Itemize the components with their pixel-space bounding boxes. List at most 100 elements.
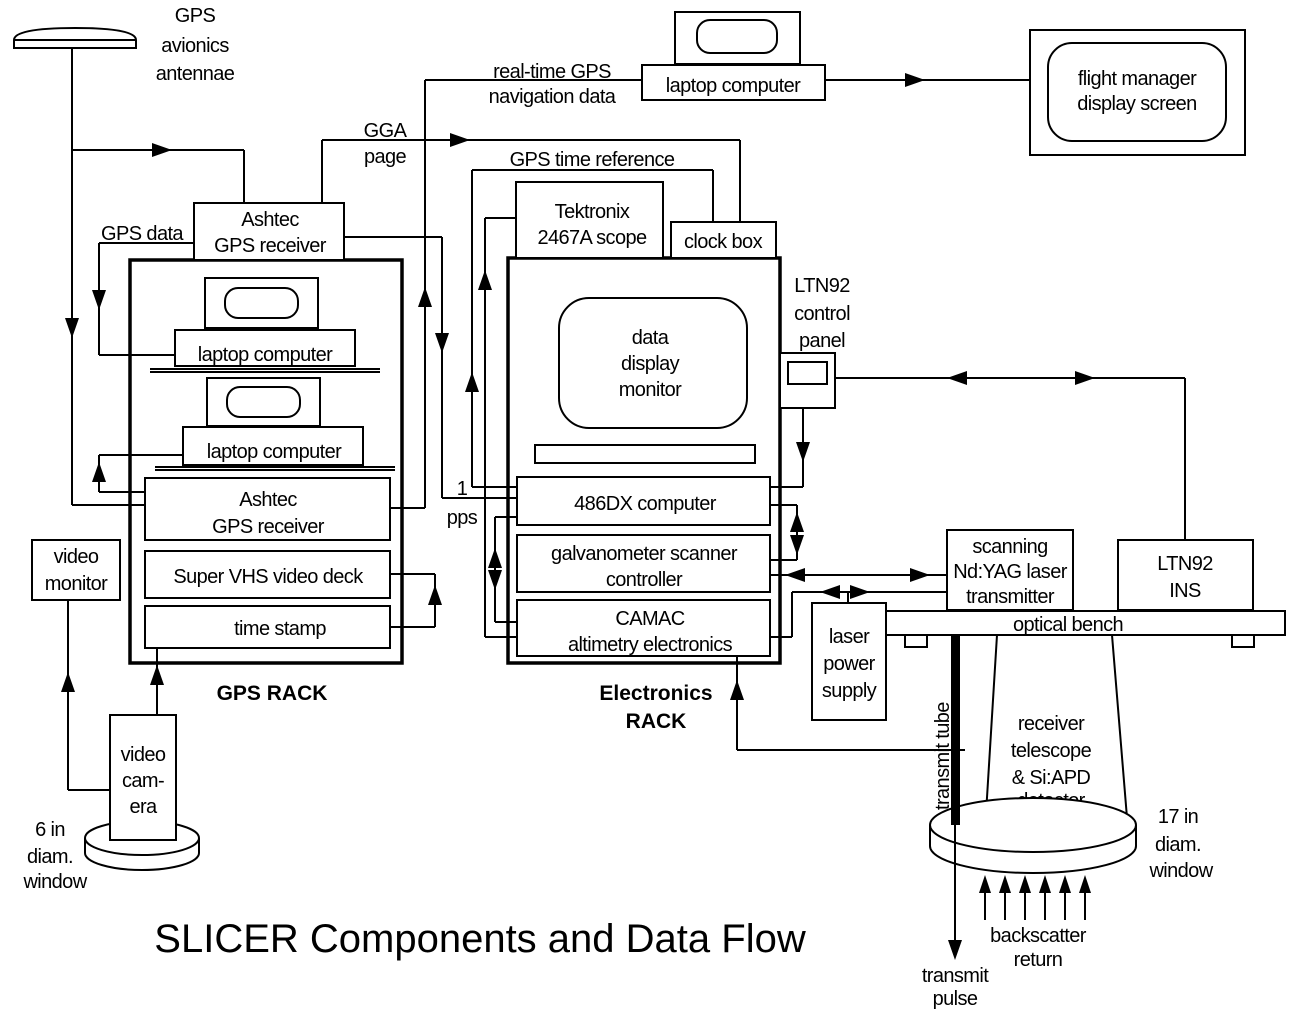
- camac-power-line: [770, 585, 947, 638]
- camac-electronics: [516, 599, 771, 657]
- diagram-title: SLICER Components and Data Flow: [154, 917, 806, 961]
- pps-label-2: pps: [447, 507, 478, 529]
- ashtec-to-laptop2-line: [92, 454, 183, 493]
- transmit-tube: [951, 635, 960, 825]
- receiver-label-1: receiver: [1018, 713, 1085, 735]
- laser-label-3: transmitter: [966, 586, 1055, 608]
- receiver-label-3: & Si:APD: [1012, 767, 1091, 789]
- big-window-label-1: 17 in: [1158, 806, 1198, 828]
- realtime-label-1: real-time GPS: [493, 61, 611, 83]
- ashtec-inner-label-2: GPS receiver: [212, 516, 325, 538]
- transmit-pulse-label-1: transmit: [922, 965, 989, 987]
- data-display-monitor: [558, 297, 748, 429]
- laptop-top-label: laptop computer: [666, 75, 801, 97]
- antenna-label-3: antennae: [156, 63, 235, 85]
- laptop-to-display-line: [825, 73, 1030, 87]
- ins-label-1: LTN92: [1157, 553, 1213, 575]
- computer-486dx: [516, 476, 771, 526]
- pps-line: [344, 236, 517, 499]
- transmit-pulse-label-2: pulse: [933, 988, 978, 1009]
- panel-to-ins-line: [835, 371, 1186, 540]
- panel-to-computer-line: [770, 408, 810, 488]
- power-label-1: laser: [829, 626, 870, 648]
- camera-to-timestamp-line: [150, 648, 164, 715]
- backscatter-label-2: return: [1014, 949, 1063, 971]
- antenna-label-1: GPS: [175, 5, 216, 27]
- gps-data-line: [92, 242, 194, 356]
- detector-to-camac-line: [730, 656, 965, 751]
- transmit-tube-label: transmit tube: [932, 702, 954, 810]
- gps-time-reference-line: [390, 79, 642, 509]
- big-window-label-3: window: [1148, 860, 1213, 882]
- gps-rack-label: GPS RACK: [217, 682, 328, 705]
- laptop-top: [641, 11, 826, 101]
- ltn92-ins: [1117, 539, 1254, 611]
- flight-manager-display: [1029, 29, 1246, 156]
- optical-bench-label: optical bench: [1013, 614, 1123, 636]
- small-window-label-1: 6 in: [35, 819, 65, 841]
- laptop-2-label: laptop computer: [207, 441, 342, 463]
- galvo-laser-line: [770, 568, 947, 582]
- galvo-camac-line: [488, 516, 517, 623]
- galvo-label-1: galvanometer scanner: [551, 543, 738, 565]
- electronics-rack-label-1: Electronics: [599, 682, 712, 705]
- laptop-1: [150, 277, 380, 373]
- gga-page-line: [321, 133, 741, 222]
- camac-label-2: altimetry electronics: [568, 634, 733, 656]
- power-label-3: supply: [822, 680, 877, 702]
- large-window: [929, 797, 1137, 874]
- video-camera: [109, 714, 177, 841]
- video-monitor-label-1: video: [54, 546, 99, 568]
- gps-antenna: [13, 26, 137, 49]
- galvanometer-controller: [516, 534, 771, 593]
- gga-label-1: GGA: [364, 120, 408, 142]
- video-monitor-label-2: monitor: [45, 573, 108, 595]
- small-window-label-3: window: [22, 871, 87, 893]
- computer-galvo-line: [770, 504, 804, 561]
- laser-label-1: scanning: [972, 536, 1047, 558]
- flight-display-label-2: display screen: [1077, 93, 1196, 115]
- big-window-label-2: diam.: [1155, 834, 1201, 856]
- keyboard-slot: [534, 444, 756, 464]
- pps-label-1: 1: [457, 478, 468, 500]
- vhs-deck: [144, 550, 391, 599]
- camera-label-1: video: [121, 744, 166, 766]
- laptop-2: [155, 377, 395, 471]
- laser-transmitter: [946, 529, 1074, 611]
- ltn-control-panel: [779, 352, 836, 409]
- scope-label-2: 2467A scope: [537, 227, 647, 249]
- computer-label: 486DX computer: [574, 493, 717, 515]
- camac-label-1: CAMAC: [615, 608, 684, 630]
- time-reference-label: GPS time reference: [510, 149, 675, 171]
- ashtec-top-label-2: GPS receiver: [214, 235, 327, 257]
- receiver-label-2: telescope: [1011, 740, 1092, 762]
- laptop-1-label: laptop computer: [198, 344, 333, 366]
- antenna-label-2: avionics: [161, 35, 229, 57]
- ltn-panel-label-3: panel: [799, 330, 845, 352]
- realtime-label-2: navigation data: [489, 86, 617, 108]
- power-label-2: power: [823, 653, 875, 675]
- electronics-rack-label-2: RACK: [626, 710, 687, 733]
- laser-label-2: Nd:YAG laser: [953, 561, 1068, 583]
- ashtec-receiver-inner: [144, 477, 391, 541]
- ashtec-top-label-1: Ashtec: [241, 209, 299, 231]
- antenna-feed-lines: [65, 48, 245, 506]
- video-monitor: [31, 539, 121, 601]
- transmit-pulse-arrow: [948, 825, 962, 960]
- ltn-panel-label-2: control: [794, 303, 850, 325]
- tektronix-scope: [515, 181, 664, 259]
- galvo-label-2: controller: [606, 569, 683, 591]
- clock-box-label: clock box: [684, 231, 763, 253]
- backscatter-label-1: backscatter: [990, 925, 1087, 947]
- clock-box: [670, 221, 777, 259]
- camera-label-2: cam-: [122, 770, 164, 792]
- flight-display-label-1: flight manager: [1078, 68, 1197, 90]
- time-stamp-label: time stamp: [234, 618, 326, 640]
- scope-line: [478, 217, 517, 638]
- gps-data-label: GPS data: [101, 223, 184, 245]
- small-window-label-2: diam.: [27, 846, 73, 868]
- ltn-panel-label-1: LTN92: [794, 275, 850, 297]
- monitor-label-1: data: [632, 327, 670, 349]
